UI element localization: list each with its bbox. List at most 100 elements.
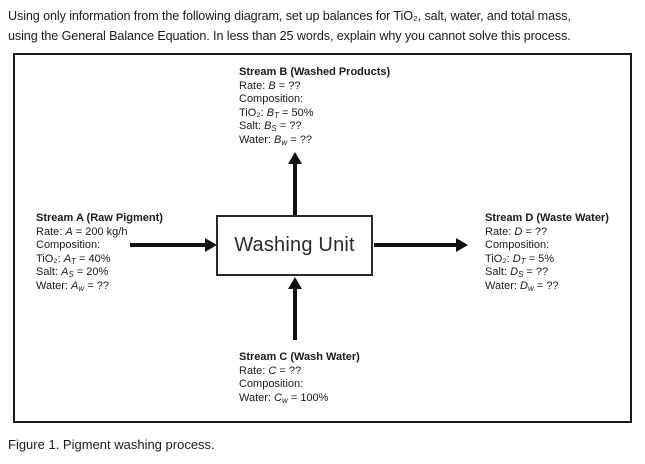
figure-caption: Figure 1. Pigment washing process. [8,437,215,452]
stream-c-block: Stream C (Wash Water) Rate: C = ??Compos… [239,351,360,405]
problem-statement: Using only information from the followin… [8,6,642,46]
line-text: = ?? [533,279,559,292]
stream-c-lines: Rate: C = ??Composition:Water: Cw = 100% [239,365,360,406]
variable-symbol: D [512,252,521,265]
line-text: Composition: [239,378,304,390]
line-text: Water: [239,391,275,404]
line-text: = 50% [278,106,314,119]
variable-symbol: D [520,279,528,292]
stream-d-arrow-line [374,243,457,247]
variable-symbol: B [274,133,282,146]
variable-symbol: A [61,266,69,278]
line-text: Rate: [36,225,66,238]
variable-symbol: B [266,106,275,119]
line-text: Water: [36,279,72,292]
line-text: = ?? [275,79,301,92]
line-text: = ?? [276,120,302,132]
stream-c-arrow-line [293,289,297,340]
line-text: Rate: [239,79,269,92]
variable-symbol: D [510,266,519,278]
variable-symbol: B [264,120,272,132]
line-text: TiO₂: [36,252,64,265]
variable-subscript: w [528,283,534,293]
line-text: = ?? [287,133,312,146]
variable-symbol: A [65,225,73,238]
line-text: = ?? [276,364,302,377]
stream-d-arrow-head [456,238,468,252]
line-text: Composition: [36,239,101,251]
line-text: Water: [485,279,521,292]
variable-subscript: w [281,137,288,147]
stream-line: TiO₂: BT = 50% [239,107,390,121]
stream-b-block: Stream B (Washed Products) Rate: B = ??C… [239,66,390,147]
stream-line: Water: Aw = ?? [36,280,163,294]
line-text: = ?? [84,279,109,292]
stream-a-arrow-head [205,238,217,252]
problem-statement-line-1: Using only information from the followin… [8,9,571,23]
line-text: = 200 kg/h [72,225,128,238]
variable-symbol: C [274,391,282,404]
stream-c-title: Stream C (Wash Water) [239,351,360,363]
line-text: = ?? [523,266,549,278]
stream-a-arrow-line [130,243,207,247]
washing-unit-box: Washing Unit [216,215,373,276]
variable-subscript: S [68,270,74,279]
line-text: = 40% [75,252,111,265]
stream-line: Salt: AS = 20% [36,266,163,280]
variable-subscript: w [78,283,85,293]
stream-line: Rate: D = ?? [485,226,609,240]
line-text: Salt: [36,266,62,278]
variable-symbol: A [63,252,72,265]
washing-unit-label: Washing Unit [234,234,355,256]
stream-line: Rate: B = ?? [239,80,390,94]
stream-line: TiO₂: AT = 40% [36,253,163,267]
line-text: Composition: [239,93,304,105]
line-text: TiO₂: [239,106,267,119]
variable-subscript: T [520,256,526,266]
line-text: Salt: [239,120,265,132]
stream-b-arrow-line [293,163,297,215]
variable-subscript: T [71,256,76,266]
stream-line: Water: Bw = ?? [239,134,390,148]
stream-d-title: Stream D (Waste Water) [485,212,609,224]
stream-line: Salt: DS = ?? [485,266,609,280]
line-text: Water: [239,133,275,146]
problem-statement-line-2: using the General Balance Equation. In l… [8,29,571,43]
line-text: Composition: [485,239,550,251]
stream-b-lines: Rate: B = ??Composition:TiO₂: BT = 50%Sa… [239,80,390,148]
stream-line: Rate: C = ?? [239,365,360,379]
variable-subscript: w [282,395,288,405]
variable-symbol: C [268,364,277,377]
stream-line: Composition: [485,239,609,253]
stream-line: Water: Cw = 100% [239,392,360,406]
stream-a-block: Stream A (Raw Pigment) Rate: A = 200 kg/… [36,212,163,293]
line-text: = ?? [522,225,548,238]
variable-symbol: B [268,79,276,92]
variable-symbol: D [514,225,523,238]
stream-line: TiO₂: DT = 5% [485,253,609,267]
stream-d-lines: Rate: D = ??Composition:TiO₂: DT = 5%Sal… [485,226,609,294]
line-text: Salt: [485,266,511,278]
variable-subscript: T [274,110,279,120]
line-text: Rate: [239,364,269,377]
variable-symbol: A [71,279,79,292]
stream-a-title: Stream A (Raw Pigment) [36,212,163,224]
stream-line: Composition: [36,239,163,253]
stream-b-arrow-head [288,152,302,164]
line-text: = 5% [525,252,554,265]
stream-b-title: Stream B (Washed Products) [239,66,391,78]
stream-d-block: Stream D (Waste Water) Rate: D = ??Compo… [485,212,609,293]
line-text: = 20% [73,266,109,278]
stream-line: Composition: [239,93,390,107]
stream-line: Rate: A = 200 kg/h [36,226,163,240]
stream-line: Composition: [239,378,360,392]
variable-subscript: S [271,124,277,133]
line-text: TiO₂: [485,252,513,265]
stream-line: Water: Dw = ?? [485,280,609,294]
stream-line: Salt: BS = ?? [239,120,390,134]
variable-subscript: S [518,270,524,279]
stream-c-arrow-head [288,277,302,289]
line-text: = 100% [287,391,329,404]
